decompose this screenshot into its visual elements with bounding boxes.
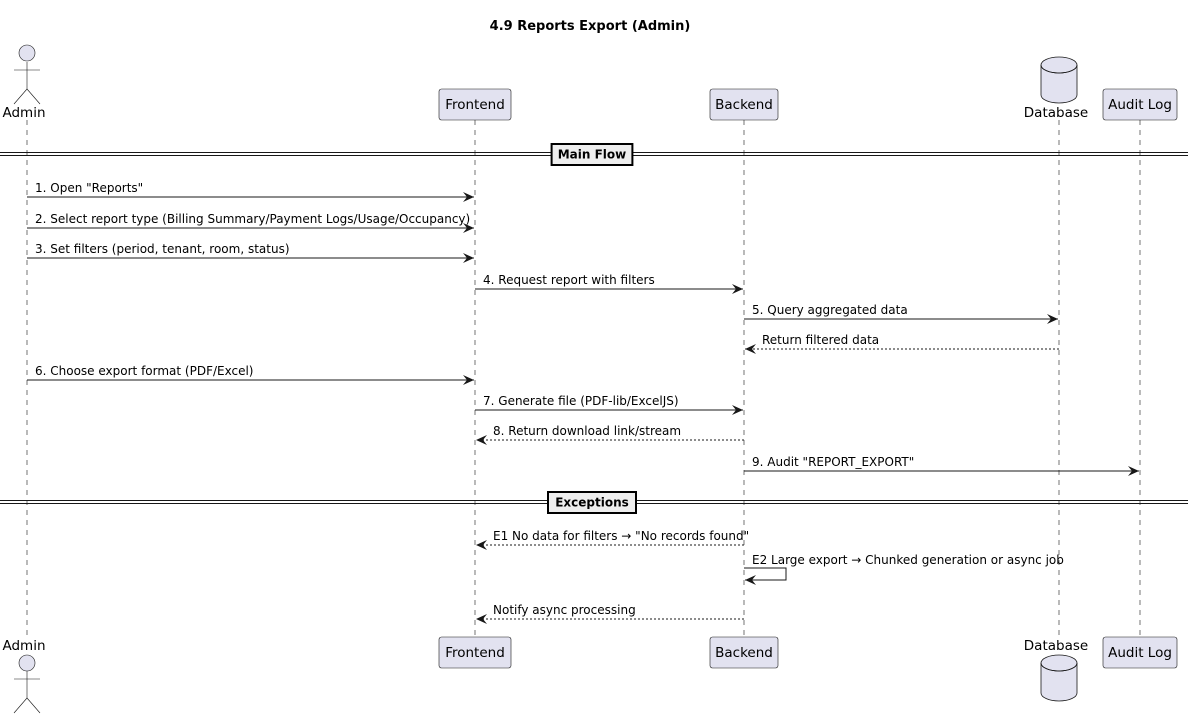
participant-backend-bottom: Backend (709, 636, 779, 669)
message-label: 5. Query aggregated data (752, 303, 908, 317)
message-label: 8. Return download link/stream (493, 424, 681, 438)
participant-name: Admin (2, 105, 45, 121)
message-arrow: Return filtered data (745, 333, 1059, 354)
message-arrow: 8. Return download link/stream (476, 424, 744, 445)
message-label: E2 Large export → Chunked generation or … (752, 553, 1064, 567)
participant-name: Database (1024, 105, 1088, 121)
participant-admin-bottom: Admin (2, 638, 46, 714)
message-label: 6. Choose export format (PDF/Excel) (35, 364, 254, 378)
section-label: Main Flow (558, 148, 627, 162)
participant-database-top: Database (1024, 56, 1088, 121)
participant-admin-top: Admin (2, 44, 46, 121)
message-label: Notify async processing (493, 603, 636, 617)
message-label: 2. Select report type (Billing Summary/P… (35, 212, 470, 226)
message-label: E1 No data for filters → "No records fou… (493, 529, 749, 543)
message-label: 1. Open "Reports" (35, 181, 143, 195)
message-arrow: 6. Choose export format (PDF/Excel) (27, 364, 474, 385)
participant-name: Frontend (445, 645, 505, 661)
participant-frontend-bottom: Frontend (438, 636, 512, 669)
message-label: 9. Audit "REPORT_EXPORT" (752, 455, 914, 469)
participant-name: Backend (715, 97, 773, 113)
participant-backend-top: Backend (709, 88, 779, 121)
message-arrow: 1. Open "Reports" (27, 181, 474, 202)
message-label: 4. Request report with filters (483, 273, 655, 287)
diagram-title: 4.9 Reports Export (Admin) (490, 19, 691, 34)
message-arrow: 7. Generate file (PDF-lib/ExcelJS) (475, 394, 743, 415)
participant-audit-top: Audit Log (1102, 88, 1178, 121)
message-arrow: 9. Audit "REPORT_EXPORT" (744, 455, 1139, 476)
message-arrow: 4. Request report with filters (475, 273, 743, 294)
message-label: 7. Generate file (PDF-lib/ExcelJS) (483, 394, 679, 408)
message-arrow: E1 No data for filters → "No records fou… (476, 529, 749, 550)
message-label: Return filtered data (762, 333, 879, 347)
section-label: Exceptions (555, 496, 629, 510)
section-divider-main-flow: Main Flow (0, 143, 1188, 166)
message-arrow: 2. Select report type (Billing Summary/P… (27, 212, 474, 233)
participant-frontend-top: Frontend (438, 88, 512, 121)
message-arrow: 3. Set filters (period, tenant, room, st… (27, 242, 474, 263)
participant-name: Audit Log (1108, 645, 1172, 661)
participant-name: Frontend (445, 97, 505, 113)
participant-name: Admin (2, 638, 45, 654)
participant-audit-bottom: Audit Log (1102, 636, 1178, 669)
message-arrow: E2 Large export → Chunked generation or … (744, 553, 1064, 585)
participant-name: Backend (715, 645, 773, 661)
participant-name: Audit Log (1108, 97, 1172, 113)
section-divider-exceptions: Exceptions (0, 491, 1188, 514)
message-label: 3. Set filters (period, tenant, room, st… (35, 242, 290, 256)
participant-name: Database (1024, 638, 1088, 654)
participant-database-bottom: Database (1024, 638, 1088, 702)
message-arrow: 5. Query aggregated data (744, 303, 1058, 324)
message-arrow: Notify async processing (476, 603, 744, 624)
